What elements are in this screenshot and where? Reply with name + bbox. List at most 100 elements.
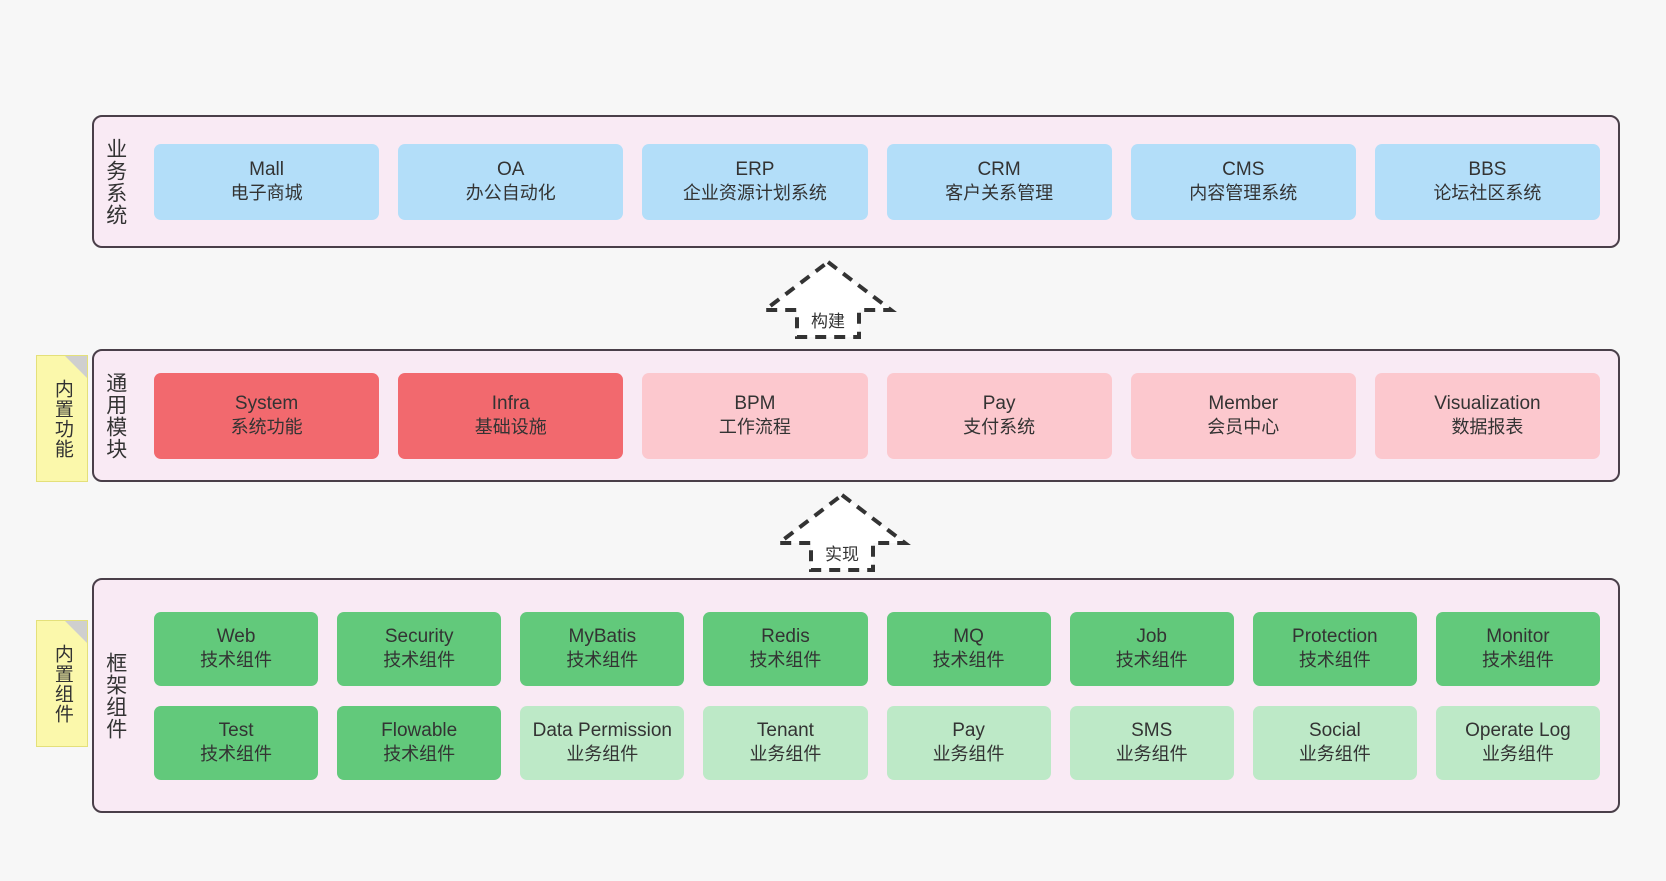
- module-visualization[interactable]: Visualization 数据报表: [1374, 372, 1601, 459]
- node-subtitle: 客户关系管理: [945, 183, 1054, 204]
- node-subtitle: 技术组件: [200, 744, 273, 765]
- node-title: System: [234, 392, 299, 414]
- node-subtitle: 技术组件: [200, 650, 273, 671]
- node-title: Redis: [761, 625, 810, 647]
- node-title: Operate Log: [1465, 719, 1571, 741]
- framework-component-monitor[interactable]: Monitor 技术组件: [1435, 611, 1600, 686]
- node-subtitle: 业务组件: [1481, 744, 1554, 765]
- business-system-mall[interactable]: Mall 电子商城: [154, 143, 380, 220]
- hollow-arrow-up-icon: [759, 259, 897, 339]
- layer-common-modules: 通用模块 System 系统功能 Infra 基础设施 BPM 工作流程 Pay 支付系统 Me…: [92, 349, 1620, 482]
- node-title: CRM: [977, 158, 1021, 180]
- module-bpm[interactable]: BPM 工作流程: [642, 372, 868, 459]
- framework-component-pay[interactable]: Pay 业务组件: [886, 705, 1051, 780]
- node-subtitle: 技术组件: [383, 744, 456, 765]
- node-title: Test: [218, 719, 254, 741]
- module-infra[interactable]: Infra 基础设施: [398, 372, 624, 459]
- page-fold-corner-icon: [65, 356, 87, 378]
- module-system[interactable]: System 系统功能: [154, 372, 380, 459]
- node-subtitle: 技术组件: [566, 650, 639, 671]
- node-subtitle: 业务组件: [1115, 744, 1188, 765]
- node-title: BBS: [1468, 158, 1507, 180]
- node-subtitle: 技术组件: [1298, 650, 1371, 671]
- layer-common-modules-title: 通用模块: [103, 371, 127, 460]
- node-subtitle: 业务组件: [566, 744, 639, 765]
- node-subtitle: 业务组件: [749, 744, 822, 765]
- node-title: Job: [1136, 625, 1167, 647]
- node-subtitle: 工作流程: [718, 417, 791, 438]
- node-subtitle: 数据报表: [1451, 417, 1524, 438]
- framework-component-operate-log[interactable]: Operate Log 业务组件: [1435, 705, 1600, 780]
- node-title: Flowable: [381, 719, 458, 741]
- node-title: Monitor: [1486, 625, 1550, 647]
- node-title: ERP: [735, 158, 775, 180]
- node-subtitle: 支付系统: [963, 417, 1036, 438]
- node-title: MQ: [953, 625, 984, 647]
- common-modules-row: System 系统功能 Infra 基础设施 BPM 工作流程 Pay 支付系统 Member 会…: [154, 372, 1601, 459]
- framework-component-redis[interactable]: Redis 技术组件: [703, 611, 868, 686]
- arrow-implement: 实现: [772, 490, 912, 575]
- hollow-arrow-up-icon: [773, 492, 911, 572]
- framework-component-protection[interactable]: Protection 技术组件: [1252, 611, 1417, 686]
- node-subtitle: 会员中心: [1207, 417, 1280, 438]
- node-title: MyBatis: [568, 625, 637, 647]
- node-title: Protection: [1292, 625, 1378, 647]
- framework-component-data-permission[interactable]: Data Permission 业务组件: [520, 705, 685, 780]
- framework-component-sms[interactable]: SMS 业务组件: [1069, 705, 1234, 780]
- node-subtitle: 技术组件: [1481, 650, 1554, 671]
- page-fold-corner-icon: [65, 621, 87, 643]
- node-title: SMS: [1131, 719, 1173, 741]
- node-subtitle: 电子商城: [230, 183, 303, 204]
- framework-component-mybatis[interactable]: MyBatis 技术组件: [520, 611, 685, 686]
- sticky-note-builtin-components-label: 内置组件: [51, 643, 73, 724]
- node-title: OA: [497, 158, 525, 180]
- sticky-note-builtin-components: 内置组件: [36, 620, 88, 747]
- business-system-crm[interactable]: CRM 客户关系管理: [886, 143, 1112, 220]
- business-system-erp[interactable]: ERP 企业资源计划系统: [642, 143, 868, 220]
- sticky-note-builtin-functions-label: 内置功能: [51, 378, 73, 459]
- node-title: Web: [216, 625, 256, 647]
- framework-component-web[interactable]: Web 技术组件: [154, 611, 319, 686]
- node-subtitle: 业务组件: [1298, 744, 1371, 765]
- node-subtitle: 技术组件: [749, 650, 822, 671]
- arrow-implement-label: 实现: [825, 545, 859, 564]
- node-title: Pay: [982, 392, 1016, 414]
- node-title: Pay: [952, 719, 985, 741]
- node-subtitle: 基础设施: [474, 417, 547, 438]
- module-member[interactable]: Member 会员中心: [1130, 372, 1356, 459]
- node-subtitle: 技术组件: [383, 650, 456, 671]
- node-title: Mall: [249, 158, 284, 180]
- node-title: Data Permission: [532, 719, 672, 741]
- node-title: Member: [1208, 392, 1279, 414]
- module-pay[interactable]: Pay 支付系统: [886, 372, 1112, 459]
- node-subtitle: 办公自动化: [465, 183, 556, 204]
- node-title: Visualization: [1434, 392, 1541, 414]
- node-subtitle: 系统功能: [230, 417, 303, 438]
- framework-component-security[interactable]: Security 技术组件: [337, 611, 502, 686]
- layer-framework-components-title: 框架组件: [103, 651, 127, 740]
- framework-component-flowable[interactable]: Flowable 技术组件: [337, 705, 502, 780]
- node-title: Infra: [491, 392, 530, 414]
- node-subtitle: 内容管理系统: [1189, 183, 1298, 204]
- node-title: Security: [384, 625, 454, 647]
- business-system-oa[interactable]: OA 办公自动化: [398, 143, 624, 220]
- arrow-build: 构建: [758, 257, 898, 342]
- framework-component-test[interactable]: Test 技术组件: [154, 705, 319, 780]
- node-subtitle: 业务组件: [932, 744, 1005, 765]
- node-subtitle: 企业资源计划系统: [682, 183, 827, 204]
- node-title: BPM: [734, 392, 776, 414]
